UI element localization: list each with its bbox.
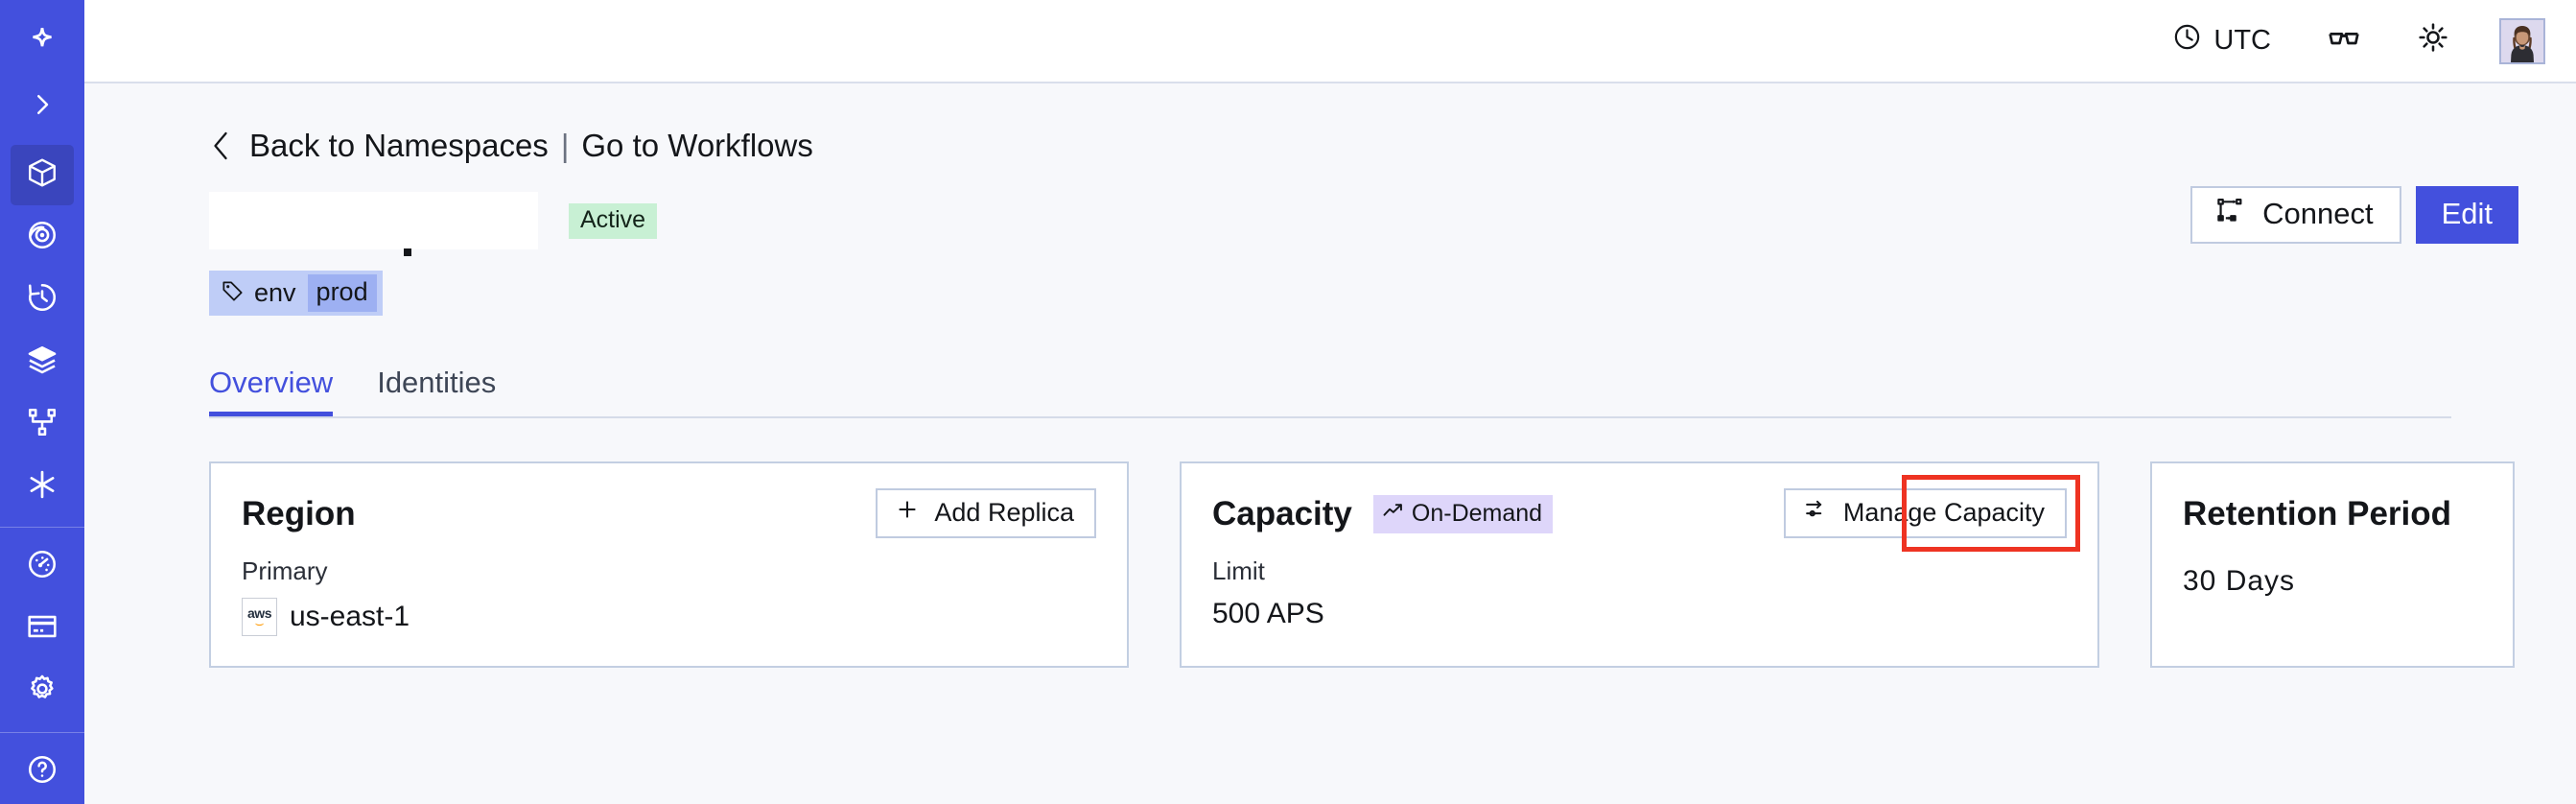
sidebar-item-history[interactable] — [11, 270, 74, 330]
tag-key: env — [254, 278, 296, 307]
page-content: Back to Namespaces | Go to Workflows Act… — [84, 83, 2576, 804]
region-card: Region Add Replica Primary — [209, 461, 1129, 668]
add-replica-button[interactable]: Add Replica — [876, 488, 1096, 538]
timezone-selector[interactable]: UTC — [2172, 22, 2271, 59]
sidebar-item-expand-sidebar[interactable] — [11, 78, 74, 138]
status-badge: Active — [569, 202, 658, 239]
manage-capacity-label: Manage Capacity — [1842, 497, 2045, 527]
aws-swoosh: ⌣ — [254, 616, 265, 632]
breadcrumb-separator: | — [560, 128, 570, 163]
retention-value: 30 Days — [2183, 565, 2296, 597]
sidebar-item-usage[interactable] — [11, 536, 74, 597]
main-column: UTC — [84, 0, 2576, 804]
sidebar-item-batch[interactable] — [11, 457, 74, 517]
region-card-header: Region — [242, 490, 1096, 538]
clock-rewind-icon — [26, 281, 59, 319]
cube-icon — [26, 156, 59, 194]
capacity-card-title: Capacity — [1212, 495, 1352, 532]
trending-up-icon — [1382, 500, 1404, 527]
namespace-title — [209, 192, 538, 256]
namespace-tag-chip[interactable]: env prod — [209, 271, 383, 316]
on-demand-badge: On-Demand — [1372, 495, 1554, 533]
gear-icon — [26, 673, 59, 710]
tab-bar: Overview Identities — [209, 366, 2451, 418]
layers-icon — [26, 343, 59, 381]
breadcrumb-back-link[interactable]: Back to Namespaces — [249, 128, 549, 163]
user-avatar[interactable] — [2499, 17, 2545, 64]
retention-card-title: Retention Period — [2183, 495, 2452, 532]
capacity-limit-value: 500 APS — [1212, 598, 1324, 629]
connect-label: Connect — [2262, 197, 2374, 230]
overview-cards: Region Add Replica Primary — [209, 461, 2518, 668]
add-replica-label: Add Replica — [934, 497, 1074, 527]
sidebar-item-layers[interactable] — [11, 332, 74, 392]
sliders-icon — [1804, 497, 1828, 528]
sidebar-item-observability[interactable] — [11, 207, 74, 268]
tag-value: prod — [307, 274, 377, 312]
asterisk-icon — [25, 467, 59, 507]
capacity-limit-label: Limit — [1212, 556, 1265, 585]
capacity-card-header: Capacity On-Demand — [1212, 490, 2067, 538]
region-card-title: Region — [242, 495, 356, 532]
top-bar: UTC — [84, 0, 2576, 83]
plus-icon — [896, 498, 919, 528]
chevron-right-icon — [28, 90, 57, 124]
region-primary-label: Primary — [242, 556, 328, 585]
sun-icon — [2417, 21, 2449, 61]
theme-toggle[interactable] — [2417, 21, 2449, 61]
clock-icon — [2172, 22, 2202, 59]
left-sidebar — [0, 0, 84, 804]
tag-icon — [221, 279, 245, 308]
sidebar-divider-top — [0, 527, 84, 529]
breadcrumb: Back to Namespaces | Go to Workflows — [209, 128, 2518, 164]
page-inner: Back to Namespaces | Go to Workflows Act… — [84, 83, 2518, 668]
gauge-icon — [26, 548, 59, 585]
help-circle-icon — [26, 753, 59, 791]
connect-flow-icon — [2215, 196, 2245, 233]
sidebar-item-billing[interactable] — [11, 599, 74, 659]
manage-capacity-button[interactable]: Manage Capacity — [1783, 488, 2067, 538]
header-actions: Connect Edit — [2190, 186, 2518, 244]
edit-button[interactable]: Edit — [2415, 186, 2518, 244]
retention-card-header: Retention Period — [2183, 490, 2482, 538]
sidebar-item-workflows[interactable] — [11, 394, 74, 455]
breadcrumb-workflows-link[interactable]: Go to Workflows — [581, 128, 813, 163]
credit-card-icon — [26, 610, 59, 648]
sidebar-divider-bottom — [0, 732, 84, 734]
sidebar-item-namespaces[interactable] — [11, 145, 74, 206]
tab-identities[interactable]: Identities — [377, 366, 497, 399]
namespace-title-row: Active — [209, 186, 2518, 256]
glasses-button[interactable] — [2327, 20, 2361, 62]
sidebar-item-settings[interactable] — [11, 661, 74, 721]
timezone-label: UTC — [2213, 25, 2271, 56]
glasses-icon — [2327, 20, 2361, 62]
aws-logo-text: aws — [247, 605, 271, 621]
eye-spiral-icon — [26, 219, 59, 256]
aws-logo-icon: aws ⌣ — [242, 598, 277, 636]
region-value: us-east-1 — [290, 601, 410, 632]
region-value-row: aws ⌣ us-east-1 — [242, 598, 1096, 636]
sidebar-item-help[interactable] — [11, 742, 74, 802]
temporal-logo[interactable] — [11, 10, 74, 78]
retention-card: Retention Period 30 Days — [2150, 461, 2515, 668]
tab-overview[interactable]: Overview — [209, 366, 333, 416]
connect-button[interactable]: Connect — [2190, 186, 2401, 244]
on-demand-label: On-Demand — [1411, 499, 1543, 527]
branch-icon — [26, 406, 59, 443]
chevron-left-icon[interactable] — [209, 130, 233, 162]
capacity-card: Capacity On-Demand — [1180, 461, 2099, 668]
